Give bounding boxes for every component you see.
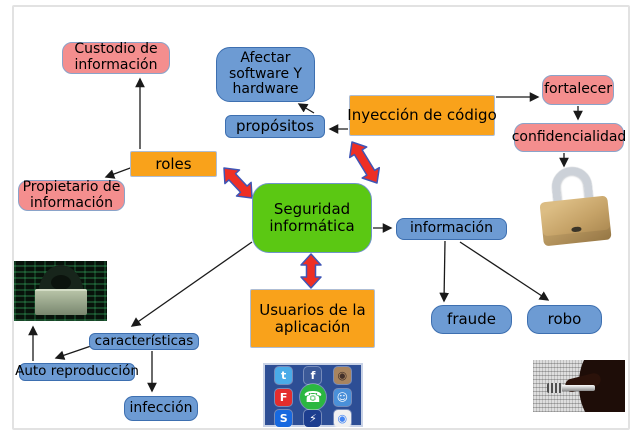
key-shape <box>547 383 595 393</box>
node-label: roles <box>155 154 192 173</box>
chat-icon: ☺ <box>333 388 351 406</box>
node-fortalecer: fortalecer <box>542 75 614 105</box>
node-label: características <box>94 332 194 349</box>
node-label: Afectar software Y hardware <box>228 49 303 98</box>
hacker-face-shape <box>50 275 71 290</box>
node-label: fraude <box>447 310 496 329</box>
node-caracteristicas: características <box>89 333 199 350</box>
node-label: confidencialidad <box>511 128 627 145</box>
node-afectar-software-y-hardware: Afectar software Y hardware <box>216 47 315 102</box>
node-informacion: información <box>396 218 507 240</box>
node-roles: roles <box>130 151 217 177</box>
node-label: fortalecer <box>544 81 612 98</box>
node-custodio-de-informacion: Custodio de información <box>62 41 170 74</box>
node-label: Seguridad informática <box>269 200 355 235</box>
node-fraude: fraude <box>431 305 512 334</box>
node-label: Usuarios de la aplicación <box>259 300 366 336</box>
social-apps-photo: t f ◉ F ☎ ☺ S ⚡ ◉ <box>263 363 363 427</box>
node-robo: robo <box>527 305 602 334</box>
node-label: Auto reproducción <box>15 363 139 380</box>
chrome-icon: ◉ <box>333 410 351 427</box>
whatsapp-icon: ☎ <box>299 384 326 410</box>
node-confidencialidad: confidencialidad <box>511 123 627 152</box>
node-infeccion: infección <box>124 396 198 421</box>
shazam-icon: S <box>275 410 293 427</box>
hacker-photo <box>14 261 107 321</box>
node-label: información <box>409 220 493 237</box>
node-auto-reproduccion: Auto reproducción <box>15 363 139 381</box>
node-label: robo <box>547 310 582 329</box>
node-label: Inyección de código <box>347 106 497 125</box>
padlock-photo <box>527 163 621 250</box>
node-propietario-de-informacion: Propietario de información <box>18 178 125 211</box>
node-label: Propietario de información <box>22 178 121 211</box>
node-seguridad-informatica: Seguridad informática <box>252 183 372 253</box>
hacker-laptop-shape <box>34 289 87 315</box>
twitter-icon: t <box>275 367 293 384</box>
facebook-icon: f <box>304 367 322 384</box>
runner-icon: ⚡ <box>304 410 322 427</box>
instagram-icon: ◉ <box>333 367 351 384</box>
node-label: Custodio de información <box>74 41 158 73</box>
key-in-hand-photo <box>533 360 625 412</box>
node-label: infección <box>129 399 193 416</box>
flipboard-icon: F <box>275 388 293 406</box>
node-usuarios-de-la-aplicacion: Usuarios de la aplicación <box>250 289 375 348</box>
node-label: propósitos <box>235 117 315 136</box>
node-propositos: propósitos <box>225 115 325 138</box>
node-inyeccion-de-codigo: Inyección de código <box>347 95 497 136</box>
padlock-body-shape <box>539 195 612 247</box>
